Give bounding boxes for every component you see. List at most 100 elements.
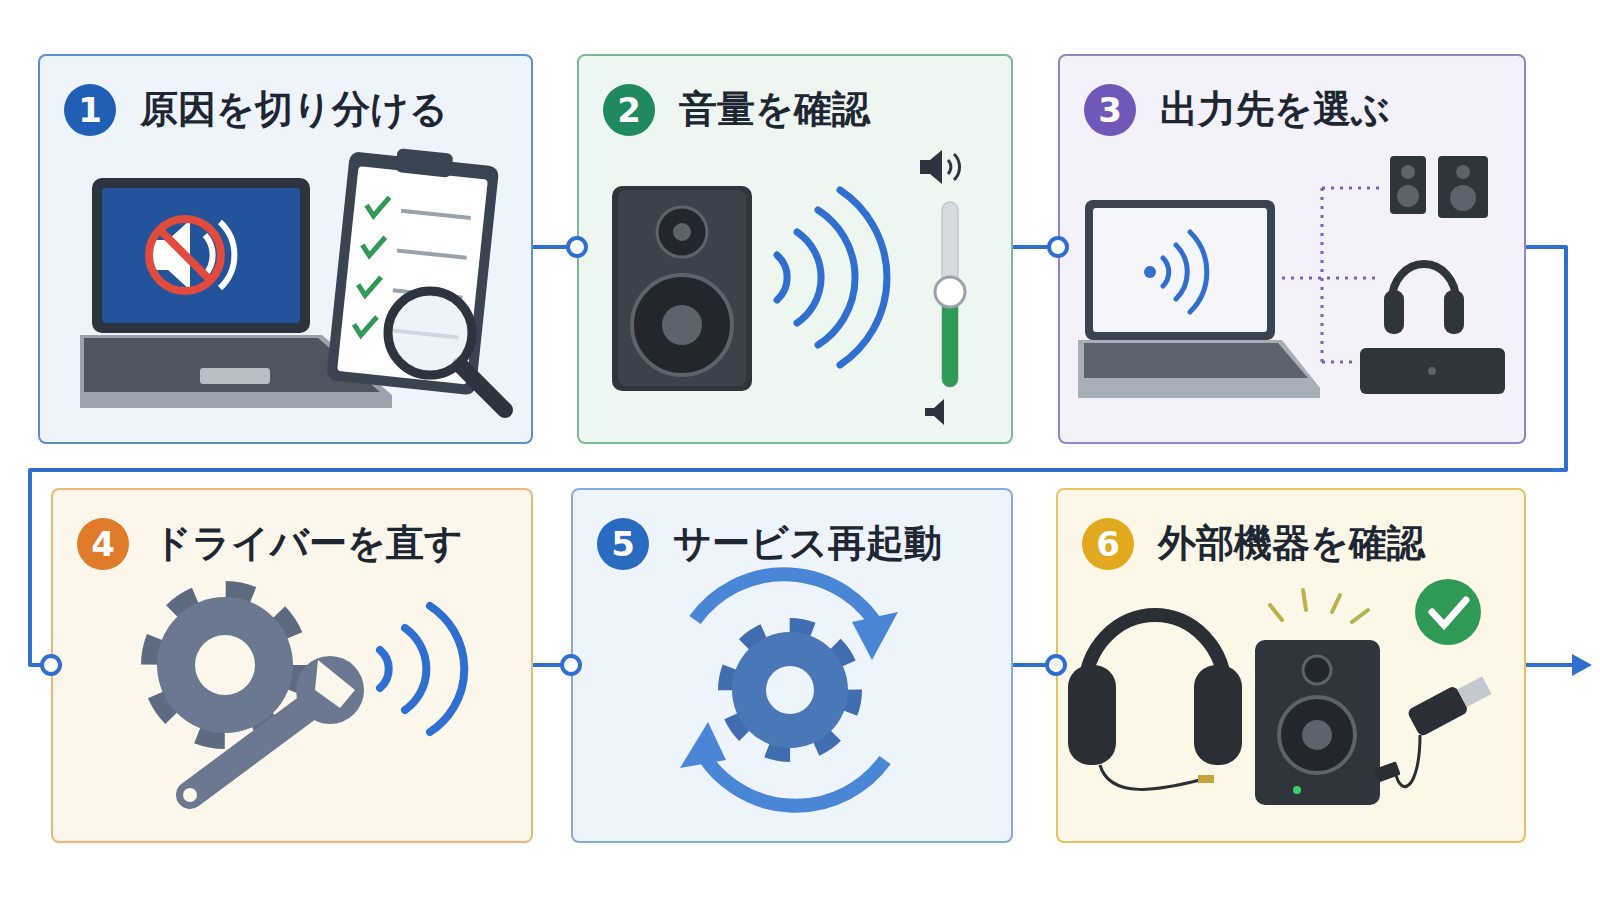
headphone-cup	[1384, 290, 1404, 334]
step-number: 5	[611, 518, 635, 570]
usb-cable	[1395, 735, 1420, 787]
step-title: ドライバーを直す	[153, 518, 520, 568]
cycle-arrow	[700, 750, 885, 806]
output-devices	[1078, 156, 1505, 398]
step-title: 外部機器を確認	[1158, 518, 1513, 568]
dotted-branch	[1282, 277, 1380, 280]
flow-connector	[1013, 238, 1067, 256]
step-number-badge: 6	[1082, 518, 1134, 570]
flow-connector	[533, 238, 586, 256]
list-line	[401, 211, 471, 218]
tweeter	[657, 207, 707, 257]
success-check-circle	[1415, 579, 1481, 645]
gear-hole	[766, 666, 814, 714]
headphone-cup	[1444, 290, 1464, 334]
headphone-cup	[1068, 665, 1116, 765]
power-light	[1293, 786, 1301, 794]
dotted-branch	[1322, 361, 1358, 364]
small-speaker-cone	[1450, 185, 1476, 211]
clipboard-clip	[395, 148, 453, 178]
wrench-hole	[183, 788, 197, 802]
arrow-line	[1526, 663, 1575, 667]
dotted-branch	[1322, 187, 1385, 190]
gear-teeth	[155, 595, 295, 735]
volume-high-icon	[920, 150, 942, 184]
activity-ray	[1332, 595, 1340, 612]
cycle-arrowhead	[852, 612, 898, 660]
small-speaker-cone	[1397, 185, 1419, 207]
step-number: 4	[91, 518, 115, 570]
service-restart	[680, 574, 898, 806]
small-speaker	[1390, 156, 1426, 214]
wave-dot	[1144, 266, 1156, 278]
step-number: 1	[78, 84, 102, 136]
step-number-badge: 2	[603, 84, 655, 136]
dotted-branch	[1321, 188, 1324, 362]
prohibition-circle	[149, 219, 221, 291]
magnifier-handle	[460, 365, 505, 410]
flow-connector	[30, 247, 1566, 674]
prohibition-slash	[160, 230, 210, 280]
step-title: サービス再起動	[673, 518, 1000, 568]
check-mark	[353, 314, 377, 336]
soundbar	[1360, 348, 1505, 394]
speaker-box	[612, 186, 752, 391]
success-check	[1432, 600, 1466, 625]
usb-plug	[1457, 676, 1491, 707]
check-mark	[366, 195, 390, 217]
clipboard-board	[326, 151, 499, 395]
clipboard-paper	[337, 166, 488, 384]
laptop-frame	[1085, 200, 1275, 340]
headphone-cup	[1194, 665, 1242, 765]
soundbar-light	[1428, 367, 1436, 375]
volume-waves	[948, 154, 960, 180]
sound-waves	[777, 190, 887, 365]
step-number: 3	[1098, 84, 1122, 136]
connector-end-dot	[568, 238, 586, 256]
connector-end-dot	[42, 656, 60, 674]
driver-repair	[155, 595, 464, 802]
connector-end-dot	[1047, 656, 1065, 674]
step-number-badge: 3	[1084, 84, 1136, 136]
wrench-head	[296, 656, 364, 724]
checklist-clipboard	[326, 143, 500, 395]
tweeter	[1303, 656, 1331, 684]
wrench-jaw	[315, 660, 355, 708]
check-mark	[357, 275, 381, 297]
small-speaker-cone	[1456, 165, 1470, 179]
small-speaker-cone	[1401, 165, 1415, 179]
cycle-arrowhead	[680, 722, 726, 768]
laptop-screen	[102, 188, 300, 323]
connector-end-dot	[562, 656, 580, 674]
woofer	[632, 275, 732, 375]
activity-ray	[1270, 605, 1282, 620]
speaker-box	[1255, 640, 1380, 805]
step-number: 2	[617, 84, 641, 136]
magnifier	[388, 291, 505, 410]
sound-waves	[1163, 232, 1207, 312]
connector-end-dot	[1049, 238, 1067, 256]
speaker-volume	[612, 150, 965, 425]
step-title: 原因を切り分ける	[140, 84, 520, 134]
touchpad	[200, 368, 270, 384]
magnifier-lens	[388, 291, 472, 375]
step-number-badge: 4	[77, 518, 129, 570]
arrow-head	[1572, 654, 1592, 676]
continue-arrow	[1526, 654, 1592, 676]
cycle-arrow	[695, 574, 880, 630]
audio-plug	[1198, 775, 1214, 783]
activity-ray	[1303, 590, 1306, 610]
laptop-keyboard	[1084, 343, 1308, 378]
wrench-handle	[190, 700, 318, 795]
laptop-screen	[1093, 208, 1267, 332]
headphone-cable	[1100, 765, 1200, 789]
step-number-badge: 5	[597, 518, 649, 570]
gear-body	[732, 632, 848, 748]
step-number-badge: 1	[64, 84, 116, 136]
gear-hole	[195, 635, 255, 695]
woofer-cap	[1302, 720, 1332, 750]
speaker-front	[618, 190, 746, 386]
external-devices	[1068, 579, 1494, 805]
